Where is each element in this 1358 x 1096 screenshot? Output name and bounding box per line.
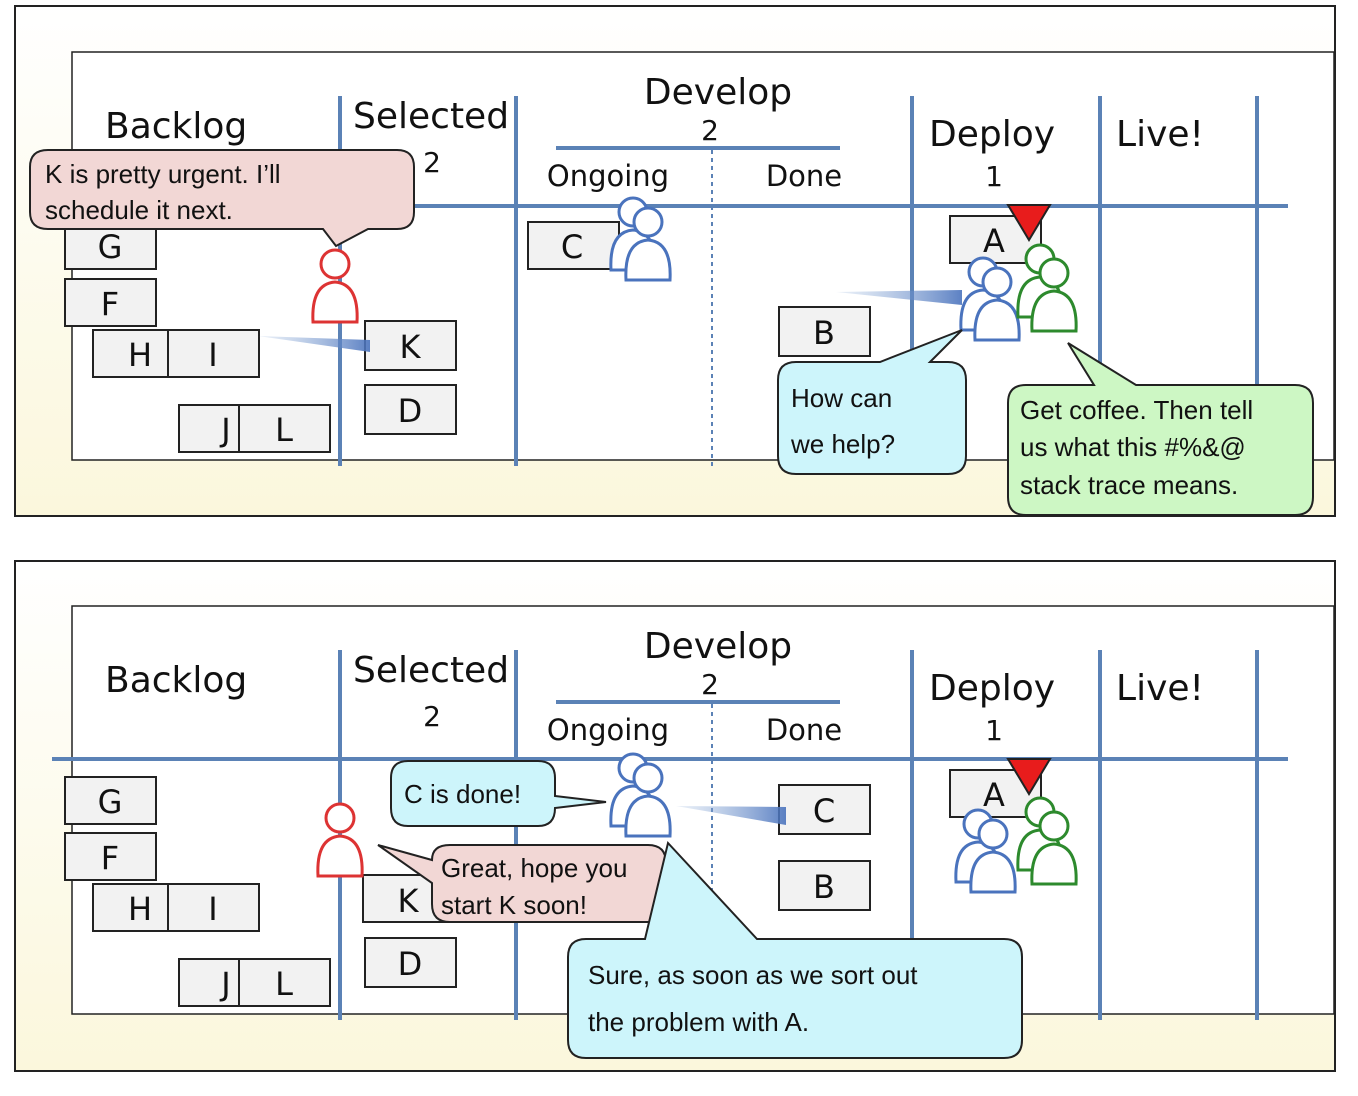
subcolumn-done: Done	[766, 713, 842, 747]
card-D: D	[364, 384, 457, 435]
svg-text:the problem with A.: the problem with A.	[588, 1007, 809, 1037]
svg-text:C: C	[813, 792, 835, 830]
svg-text:Great, hope you: Great, hope you	[441, 853, 627, 883]
ops-speech-bubble: Get coffee. Then tell us what this #%&@ …	[1007, 342, 1314, 516]
svg-text:C is done!: C is done!	[404, 779, 521, 809]
blocker-icon	[1006, 758, 1052, 796]
column-develop: Develop	[644, 626, 792, 667]
svg-text:J: J	[219, 965, 230, 1003]
svg-text:D: D	[398, 945, 423, 983]
column-develop: Develop	[644, 72, 792, 113]
column-selected: Selected	[353, 96, 509, 137]
svg-text:F: F	[101, 285, 119, 323]
blocker-icon	[1006, 204, 1052, 242]
svg-text:F: F	[101, 839, 119, 877]
selected-wip-limit: 2	[423, 700, 441, 733]
svg-text:G: G	[98, 783, 123, 821]
svg-text:K: K	[398, 882, 420, 920]
card-G: G	[64, 776, 157, 825]
manager-speech-bubble: K is pretty urgent. I’ll schedule it nex…	[29, 149, 415, 248]
attention-beam	[676, 806, 786, 825]
svg-text:Sure, as soon as we sort out: Sure, as soon as we sort out	[588, 960, 918, 990]
svg-text:A: A	[983, 776, 1005, 814]
svg-text:G: G	[98, 228, 123, 266]
svg-text:stack trace means.: stack trace means.	[1020, 470, 1238, 500]
card-C: C	[778, 784, 871, 835]
svg-text:L: L	[275, 965, 293, 1003]
svg-text:start K soon!: start K soon!	[441, 890, 587, 920]
svg-text:Get coffee. Then tell: Get coffee. Then tell	[1020, 395, 1253, 425]
card-L: L	[238, 958, 331, 1007]
svg-text:H: H	[128, 336, 152, 374]
svg-text:I: I	[208, 890, 217, 928]
svg-text:K: K	[400, 328, 422, 366]
svg-text:J: J	[219, 411, 230, 449]
svg-text:H: H	[128, 890, 152, 928]
svg-text:we help?: we help?	[790, 429, 895, 459]
selected-wip-limit: 2	[423, 146, 441, 179]
svg-text:C: C	[561, 228, 583, 266]
card-F: F	[64, 278, 157, 327]
svg-text:us what this #%&@: us what this #%&@	[1020, 432, 1246, 462]
column-selected: Selected	[353, 650, 509, 691]
card-L: L	[238, 404, 331, 453]
deploy-wip-limit: 1	[985, 160, 1003, 193]
column-deploy: Deploy	[929, 668, 1055, 709]
card-F: F	[64, 832, 157, 881]
svg-text:I: I	[208, 336, 217, 374]
dev-reply-speech-bubble: Sure, as soon as we sort out the problem…	[567, 840, 1023, 1059]
card-C: C	[527, 221, 620, 270]
card-K: K	[364, 320, 457, 371]
card-B: B	[778, 860, 871, 911]
svg-text:L: L	[275, 411, 293, 449]
svg-text:schedule it next.: schedule it next.	[45, 195, 233, 225]
svg-text:A: A	[983, 222, 1005, 260]
card-I: I	[167, 883, 260, 932]
svg-text:B: B	[813, 868, 835, 906]
dev-speech-bubble: How can we help?	[777, 329, 967, 475]
subcolumn-ongoing: Ongoing	[547, 713, 669, 747]
column-backlog: Backlog	[105, 106, 247, 147]
card-B: B	[778, 306, 871, 357]
panel-2: Backlog Selected 2 Develop 2 Ongoing Don…	[14, 560, 1336, 1072]
subcolumn-ongoing: Ongoing	[547, 159, 669, 193]
develop-wip-limit: 2	[701, 668, 719, 701]
column-live: Live!	[1116, 114, 1204, 155]
manager-speech-bubble: Great, hope you start K soon!	[377, 844, 667, 923]
svg-text:D: D	[398, 392, 423, 430]
column-live: Live!	[1116, 668, 1204, 709]
svg-text:How can: How can	[791, 383, 892, 413]
svg-text:B: B	[813, 314, 835, 352]
subcolumn-done: Done	[766, 159, 842, 193]
develop-wip-limit: 2	[701, 114, 719, 147]
svg-text:K is pretty urgent. I’ll: K is pretty urgent. I’ll	[45, 159, 281, 189]
card-D: D	[364, 937, 457, 988]
deploy-wip-limit: 1	[985, 714, 1003, 747]
card-I: I	[167, 329, 260, 378]
column-backlog: Backlog	[105, 660, 247, 701]
attention-beam	[836, 290, 962, 305]
attention-beam	[258, 336, 370, 352]
panel-1: Backlog Selected 2 Develop 2 Ongoing Don…	[14, 5, 1336, 517]
column-deploy: Deploy	[929, 114, 1055, 155]
dev-speech-bubble: C is done!	[390, 760, 607, 827]
